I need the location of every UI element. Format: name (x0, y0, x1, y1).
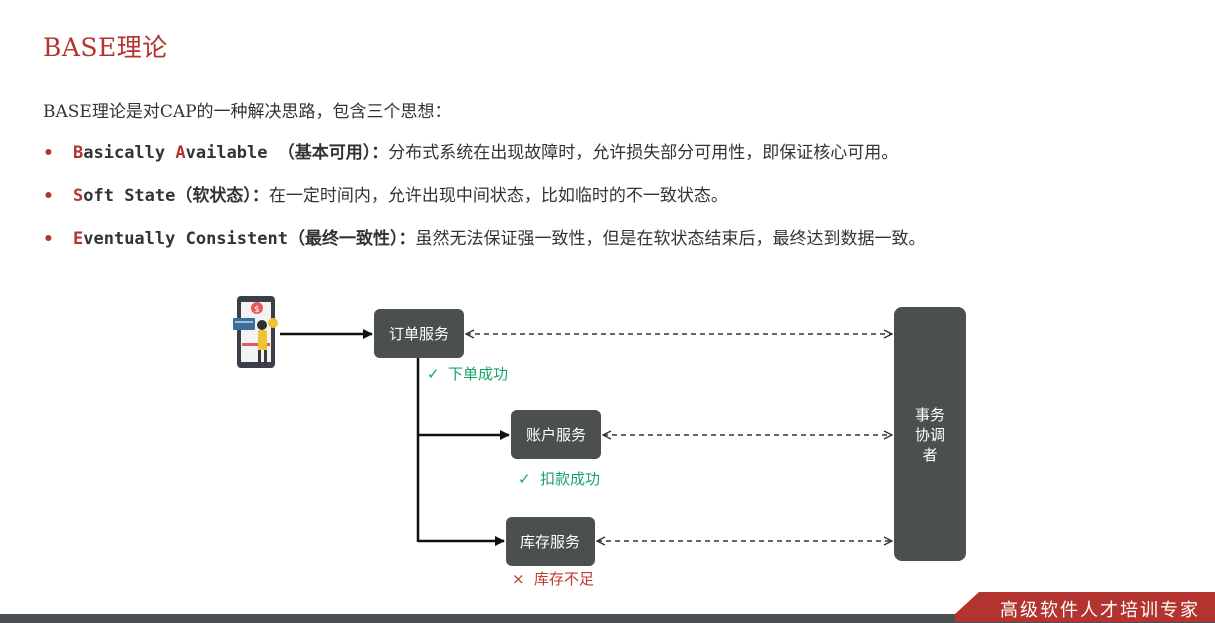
bullet-term-cn: （最终一致性）： (287, 229, 416, 249)
coordinator-label-line-1: 事务 (915, 406, 945, 424)
bullet-eventually-consistent: • Eventually Consistent（最终一致性）：虽然无法保证强一致性… (43, 225, 925, 268)
bullet-term-cn: （基本可用）： (277, 143, 389, 163)
inventory-status-label: 库存不足 (534, 570, 594, 588)
bullet-basically-available: • Basically Available （基本可用）：分布式系统在出现故障时，… (43, 139, 925, 182)
bullet-term: Eventually Consistent (73, 229, 288, 249)
bullet-soft-state: • Soft State（软状态）：在一定时间内，允许出现中间状态，比如临时的不一… (43, 182, 925, 225)
bullet-desc: 在一定时间内，允许出现中间状态，比如临时的不一致状态。 (268, 186, 728, 206)
bullet-dot: • (43, 229, 54, 249)
footer-bar (0, 614, 1215, 623)
footer-slogan: 高级软件人才培训专家 (1000, 600, 1200, 621)
bullet-desc: 虽然无法保证强一致性，但是在软状态结束后，最终达到数据一致。 (415, 229, 926, 249)
order-service-label: 订单服务 (389, 325, 449, 343)
bullet-dot: • (43, 143, 54, 163)
inventory-service-node: 库存服务 (506, 517, 595, 566)
account-status-label: 扣款成功 (540, 470, 600, 488)
check-icon: ✓ (518, 470, 531, 488)
account-status: ✓ 扣款成功 (518, 470, 600, 488)
bullet-term-cn: （软状态）： (175, 186, 269, 206)
inventory-status: × 库存不足 (512, 570, 594, 588)
cross-icon: × (512, 570, 525, 588)
order-status-label: 下单成功 (448, 365, 508, 383)
page-title: BASE理论 (43, 33, 168, 62)
order-service-node: 订单服务 (374, 309, 464, 358)
intro-text: BASE理论是对CAP的一种解决思路，包含三个思想： (43, 102, 452, 122)
base-bullet-list: • Basically Available （基本可用）：分布式系统在出现故障时，… (43, 139, 925, 268)
coordinator-label-line-3: 者 (922, 446, 937, 464)
coordinator-label-line-2: 协调 (915, 426, 945, 444)
order-status: ✓ 下单成功 (427, 365, 508, 383)
inventory-service-label: 库存服务 (520, 533, 580, 551)
footer-banner (955, 592, 1215, 622)
call-connector (416, 358, 510, 546)
svg-text:$: $ (254, 305, 260, 315)
bullet-dot: • (43, 186, 54, 206)
bullet-desc: 分布式系统在出现故障时，允许损失部分可用性，即保证核心可用。 (388, 143, 899, 163)
account-service-node: 账户服务 (511, 410, 601, 459)
bullet-term: Soft State (73, 186, 176, 206)
bullet-term: Basically Available (73, 143, 278, 163)
account-service-label: 账户服务 (526, 426, 586, 444)
check-icon: ✓ (427, 365, 440, 383)
transaction-coordinator-node: 事务 协调 者 (894, 307, 966, 561)
mobile-payment-icon: $ (233, 296, 278, 368)
